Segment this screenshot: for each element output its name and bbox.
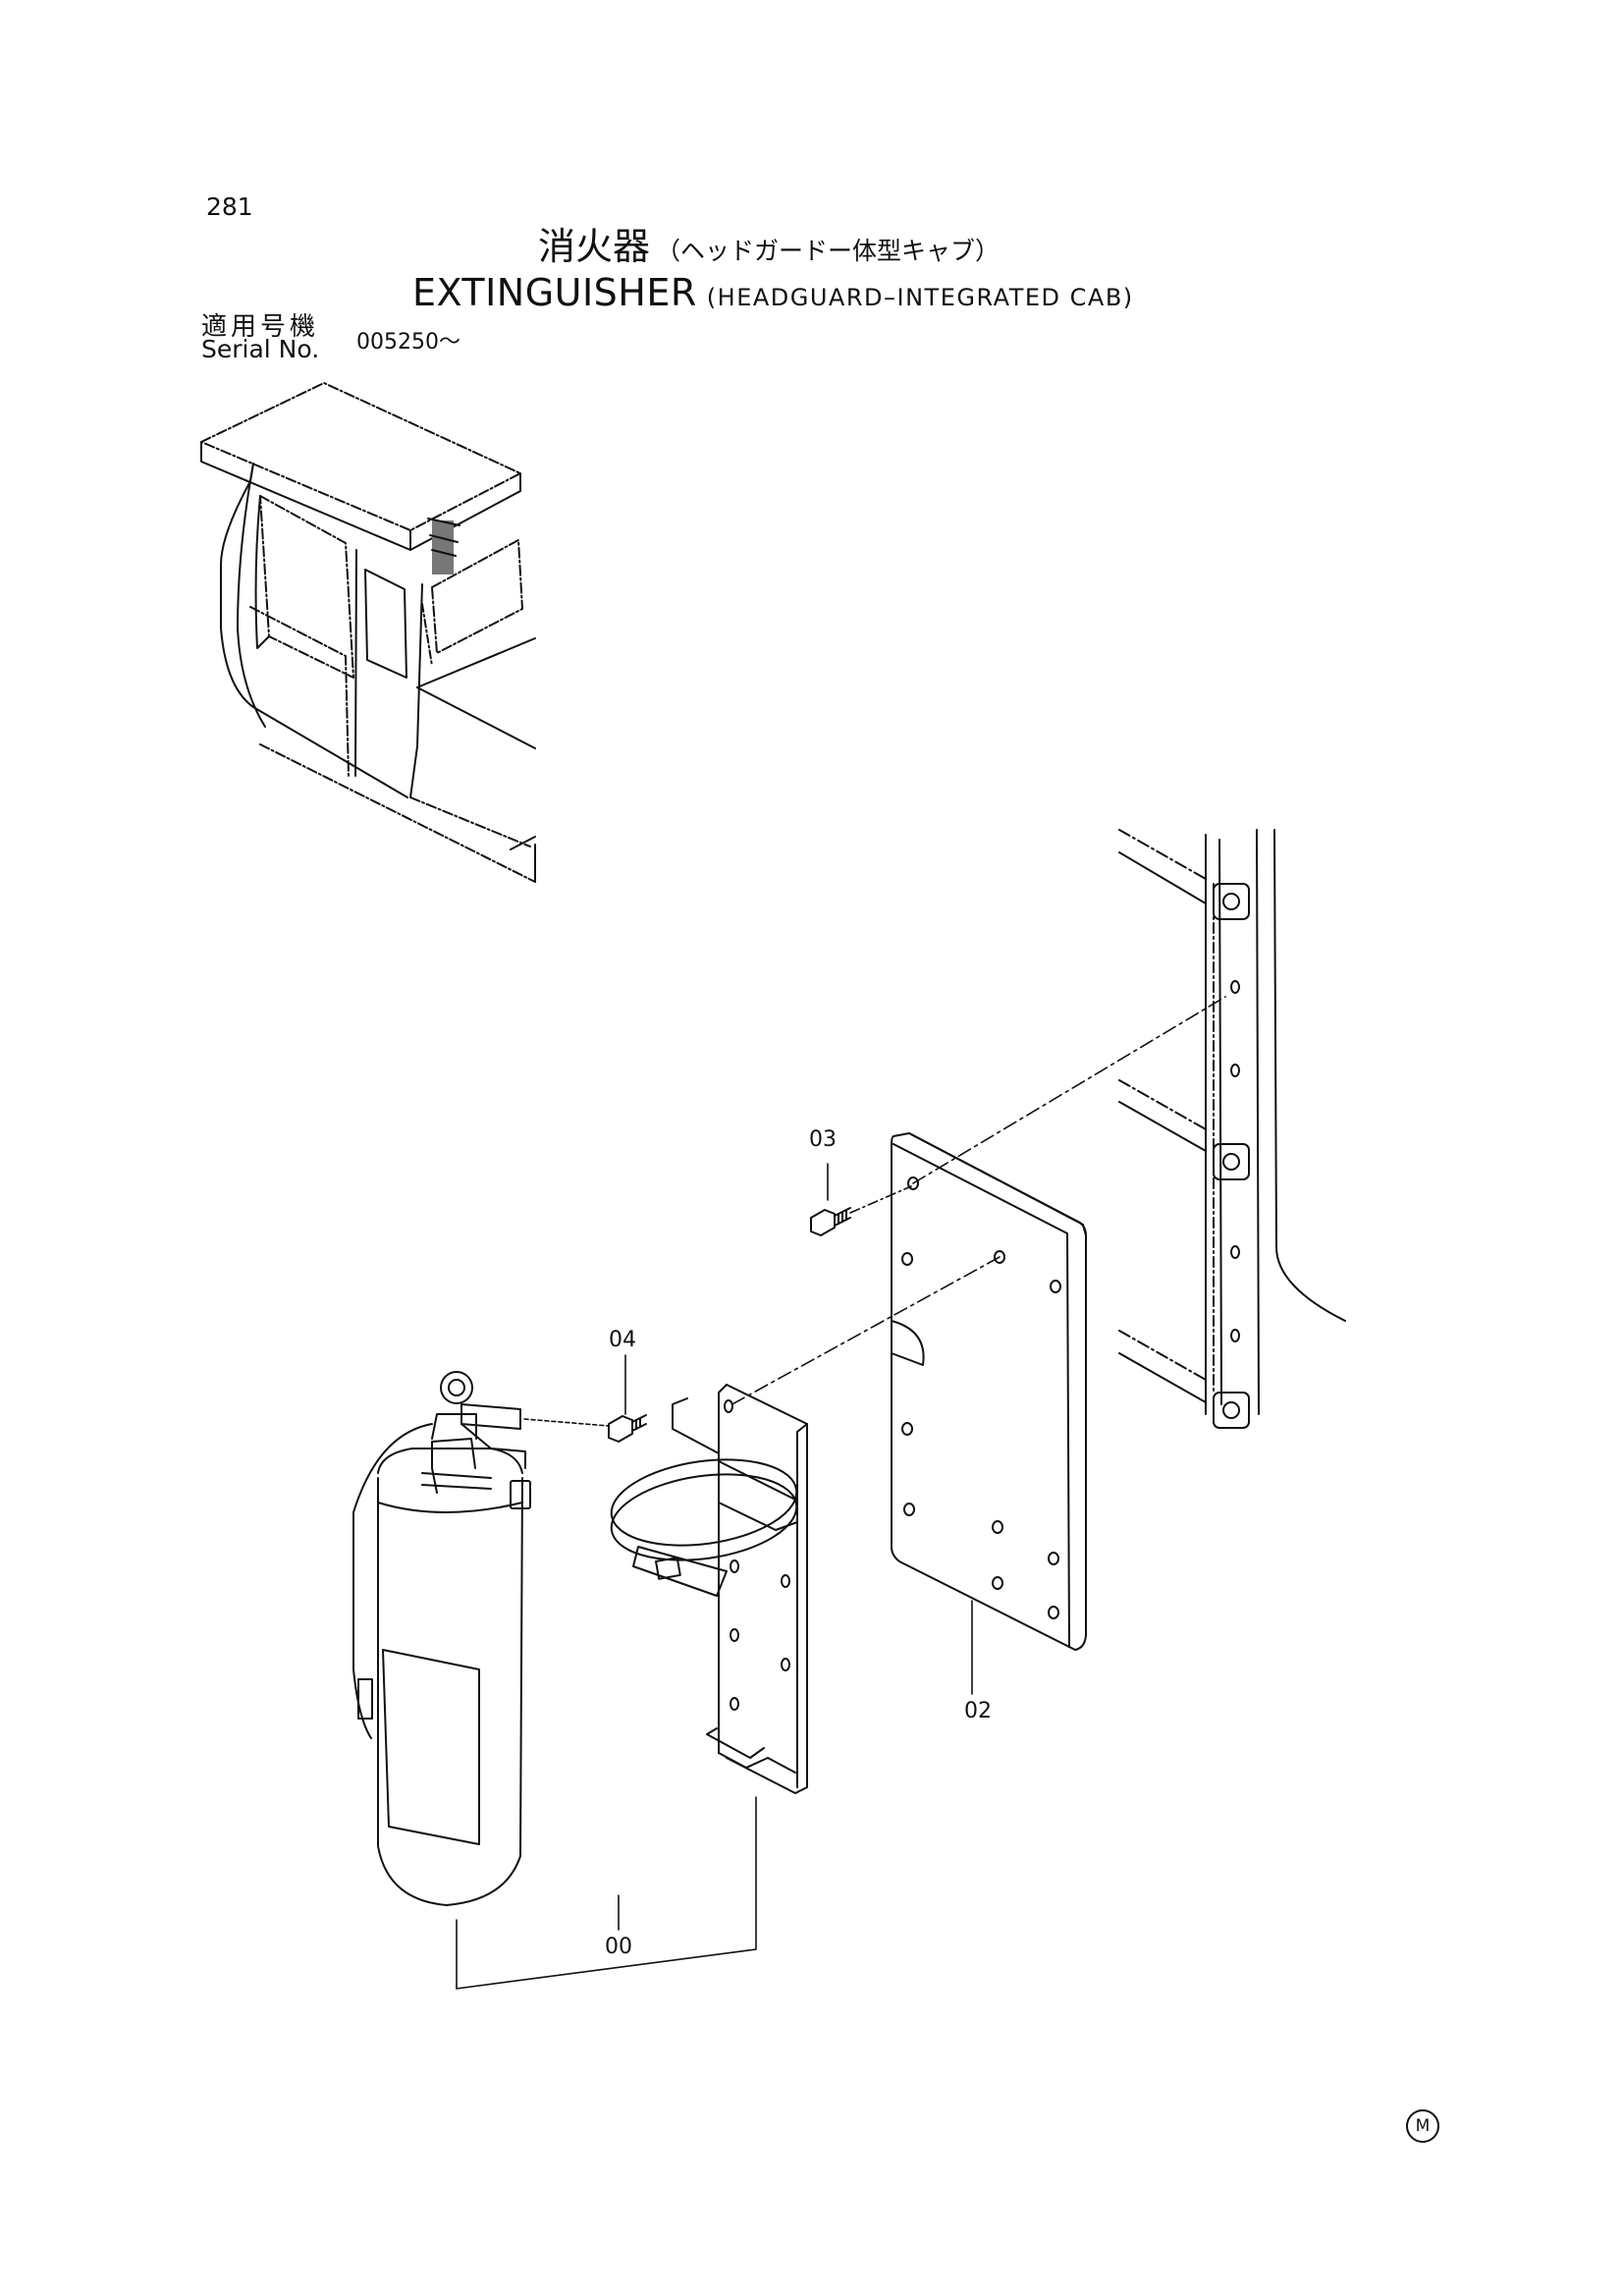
- hinge-bracket-top: [1213, 883, 1250, 920]
- cab-overview-illustration: [200, 382, 536, 883]
- mounting-plate-02: [891, 1132, 1087, 1651]
- serial-label-english: Serial No.: [201, 335, 320, 363]
- page-number: 281: [206, 192, 253, 221]
- bolt-04: [608, 1414, 647, 1443]
- serial-label-japanese: 適用号機: [201, 312, 320, 342]
- hinge-bracket-bottom: [1213, 1392, 1250, 1429]
- callout-04: 04: [609, 1328, 636, 1352]
- callout-00: 00: [605, 1935, 632, 1959]
- bolt-03: [810, 1207, 851, 1236]
- frame-mounting-holes: [1230, 980, 1240, 1342]
- cab-frame-illustration: [1118, 829, 1346, 1429]
- extinguisher-location-marker: [427, 518, 460, 574]
- fire-extinguisher: [352, 1371, 531, 1906]
- title-japanese-sub: （ヘッドガードー体型キャブ）: [656, 237, 1001, 265]
- serial-number-value: 005250～: [356, 330, 460, 355]
- leader-lines: [456, 996, 1226, 1990]
- title-english-main: EXTINGUISHER: [412, 271, 697, 314]
- title-japanese: 消火器（ヘッドガードー体型キャブ）: [538, 216, 1000, 270]
- title-japanese-main: 消火器: [538, 225, 651, 268]
- bracket-band-clamp: [610, 1458, 798, 1597]
- manufacturer-mark: M: [1406, 2109, 1439, 2143]
- callout-02: 02: [964, 1699, 992, 1723]
- hinge-bracket-middle: [1213, 1143, 1250, 1180]
- title-english: EXTINGUISHER (HEADGUARD–INTEGRATED CAB): [412, 271, 1134, 314]
- title-english-sub: (HEADGUARD–INTEGRATED CAB): [706, 284, 1134, 311]
- extinguisher-bracket: [610, 1384, 808, 1794]
- callout-03: 03: [809, 1127, 837, 1152]
